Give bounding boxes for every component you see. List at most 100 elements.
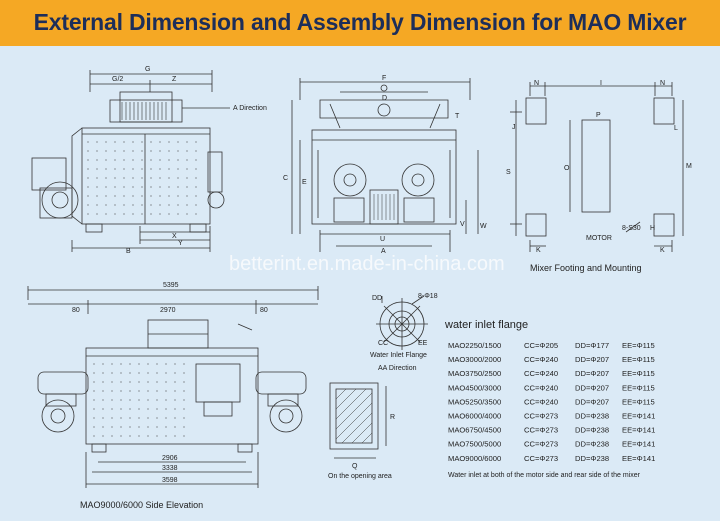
panel-dot (132, 168, 134, 170)
flange-direction: AA Direction (378, 365, 417, 372)
panel-dot (165, 363, 167, 365)
panel-dot (156, 435, 158, 437)
table-cell-cc: CC=Φ205 (524, 341, 558, 350)
panel-dot (111, 417, 113, 419)
panel-dot (141, 159, 143, 161)
panel-dot (147, 390, 149, 392)
panel-dot (93, 399, 95, 401)
panel-dot (123, 141, 125, 143)
dim-b: B (126, 248, 131, 255)
panel-dot (132, 150, 134, 152)
panel-dot (114, 195, 116, 197)
table-cell-cc: CC=Φ240 (524, 369, 558, 378)
panel-dot (114, 204, 116, 206)
dim-e: E (302, 179, 307, 186)
panel-dot (174, 390, 176, 392)
panel-dot (129, 399, 131, 401)
panel-dot (156, 426, 158, 428)
panel-dot (177, 186, 179, 188)
panel-dot (87, 186, 89, 188)
panel-dot (87, 168, 89, 170)
flange-dd-label: DD (372, 295, 382, 302)
panel-dot (87, 150, 89, 152)
footing-labels: N I N P O S J L M H K K MOTOR 8-S30 Mixe… (506, 80, 692, 273)
panel-dot (195, 204, 197, 206)
panel-dot (186, 204, 188, 206)
panel-dot (150, 177, 152, 179)
table-cell-model: MAO4500/3000 (448, 383, 501, 392)
table-cell-model: MAO3000/2000 (448, 355, 501, 364)
panel-dot (105, 177, 107, 179)
panel-dot (93, 390, 95, 392)
dim-c: C (283, 175, 288, 182)
panel-dot (168, 141, 170, 143)
panel-dot (147, 435, 149, 437)
panel-dot (174, 435, 176, 437)
table-cell-dd: DD=Φ207 (575, 369, 609, 378)
dim-i: I (600, 80, 602, 87)
panel-dot (183, 381, 185, 383)
panel-dot (165, 417, 167, 419)
dim-g-half: G/2 (112, 76, 123, 83)
panel-dot (177, 195, 179, 197)
panel-dot (174, 381, 176, 383)
panel-dot (159, 213, 161, 215)
a-direction-label: A Direction (233, 105, 267, 112)
panel-dot (183, 363, 185, 365)
table-cell-model: MAO2250/1500 (448, 341, 501, 350)
panel-dot (186, 213, 188, 215)
dim-k-left: K (536, 247, 541, 254)
dim-y: Y (178, 240, 183, 247)
panel-dot (177, 141, 179, 143)
dim-2906: 2906 (162, 455, 178, 462)
panel-dot (183, 426, 185, 428)
table-cell-dd: DD=Φ238 (575, 454, 609, 463)
panel-dot (111, 399, 113, 401)
footing-drawing (510, 82, 684, 252)
dim-s: S (506, 169, 511, 176)
panel-dot (150, 204, 152, 206)
dim-n-left: N (534, 80, 539, 87)
panel-dot (174, 372, 176, 374)
panel-dot (114, 150, 116, 152)
panel-dot (174, 399, 176, 401)
panel-dot (114, 141, 116, 143)
panel-dot (183, 417, 185, 419)
table-cell-ee: EE=Φ141 (622, 412, 655, 421)
panel-dot (150, 186, 152, 188)
panel-dot (156, 372, 158, 374)
table-cell-model: MAO7500/5000 (448, 440, 501, 449)
panel-dot (111, 390, 113, 392)
panel-dot (114, 177, 116, 179)
panel-dot (150, 168, 152, 170)
table-cell-cc: CC=Φ273 (524, 412, 558, 421)
panel-dot (87, 141, 89, 143)
panel-dot (150, 159, 152, 161)
panel-dot (159, 177, 161, 179)
dim-z: Z (172, 76, 177, 83)
dim-v: V (460, 221, 465, 228)
end-view-labels: F D T C E V W U A (283, 75, 487, 255)
panel-dot (123, 159, 125, 161)
opening-caption: On the opening area (328, 473, 392, 480)
panel-dot (102, 435, 104, 437)
panel-dot (129, 435, 131, 437)
dim-l: L (674, 125, 678, 132)
panel-dot (123, 195, 125, 197)
panel-dot (165, 435, 167, 437)
panel-dot (96, 186, 98, 188)
panel-dot (186, 141, 188, 143)
panel-dot (138, 426, 140, 428)
panel-dot (111, 408, 113, 410)
panel-dot (120, 363, 122, 365)
panel-dot (177, 177, 179, 179)
panel-dot (138, 381, 140, 383)
dim-5395: 5395 (163, 282, 179, 289)
panel-dot (129, 408, 131, 410)
panel-dot (168, 195, 170, 197)
panel-dot (156, 390, 158, 392)
panel-dot (102, 381, 104, 383)
flange-table-note: Water inlet at both of the motor side an… (448, 472, 641, 479)
panel-dot (132, 159, 134, 161)
panel-dot (195, 177, 197, 179)
